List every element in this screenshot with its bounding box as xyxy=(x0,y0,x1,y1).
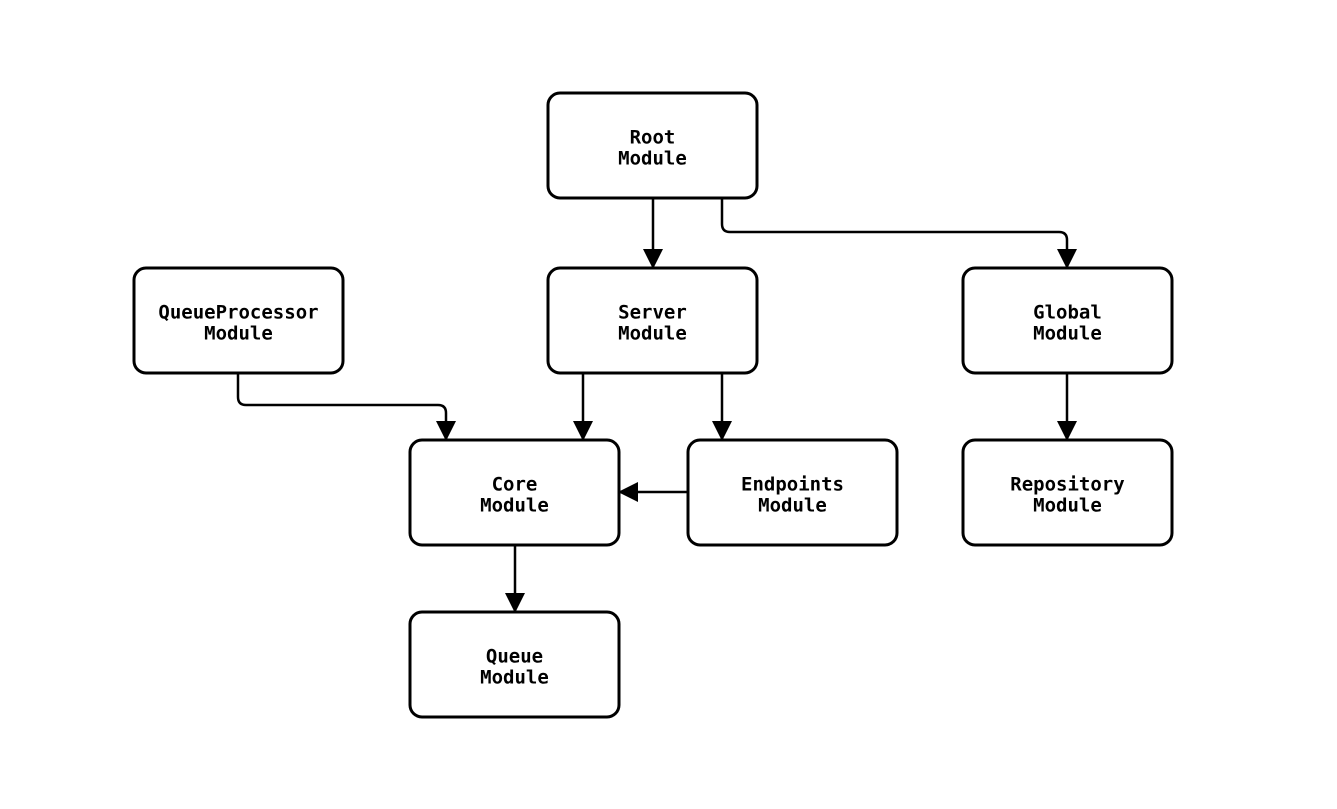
node-global-module-label-line-2: Module xyxy=(1033,323,1102,345)
node-core-module-label-line-1: Core xyxy=(492,474,538,496)
node-core-module-label-line-2: Module xyxy=(480,495,549,517)
edge-root-module-to-global-module xyxy=(720,198,1077,269)
node-queueprocessor-module-label-line-1: QueueProcessor xyxy=(158,302,318,324)
node-global-module-label-line-1: Global xyxy=(1033,302,1102,324)
node-repository-module-label-line-1: Repository xyxy=(1010,474,1124,496)
node-repository-module-box xyxy=(961,438,1174,547)
node-queue-module-label-line-2: Module xyxy=(480,667,549,689)
node-root-module-label-line-1: Root xyxy=(630,127,676,149)
node-root-module-label-line-2: Module xyxy=(618,148,687,170)
node-root-module-box xyxy=(546,91,759,200)
node-endpoints-module-box xyxy=(686,438,899,547)
node-endpoints-module-label-line-2: Module xyxy=(758,495,827,517)
node-server-module-label-line-2: Module xyxy=(618,323,687,345)
node-endpoints-module-label-line-1: Endpoints xyxy=(741,474,844,496)
edge-queueprocessor-module-to-core-module xyxy=(236,373,456,441)
node-queueprocessor-module-box xyxy=(132,266,345,375)
node-repository-module-label-line-2: Module xyxy=(1033,495,1102,517)
node-server-module-label-line-1: Server xyxy=(618,302,687,324)
node-core-module-box xyxy=(408,438,621,547)
node-queueprocessor-module-label-line-2: Module xyxy=(204,323,273,345)
node-global-module-box xyxy=(961,266,1174,375)
node-server-module-box xyxy=(546,266,759,375)
node-queue-module-box xyxy=(408,610,621,719)
node-queue-module-label-line-1: Queue xyxy=(486,646,543,668)
